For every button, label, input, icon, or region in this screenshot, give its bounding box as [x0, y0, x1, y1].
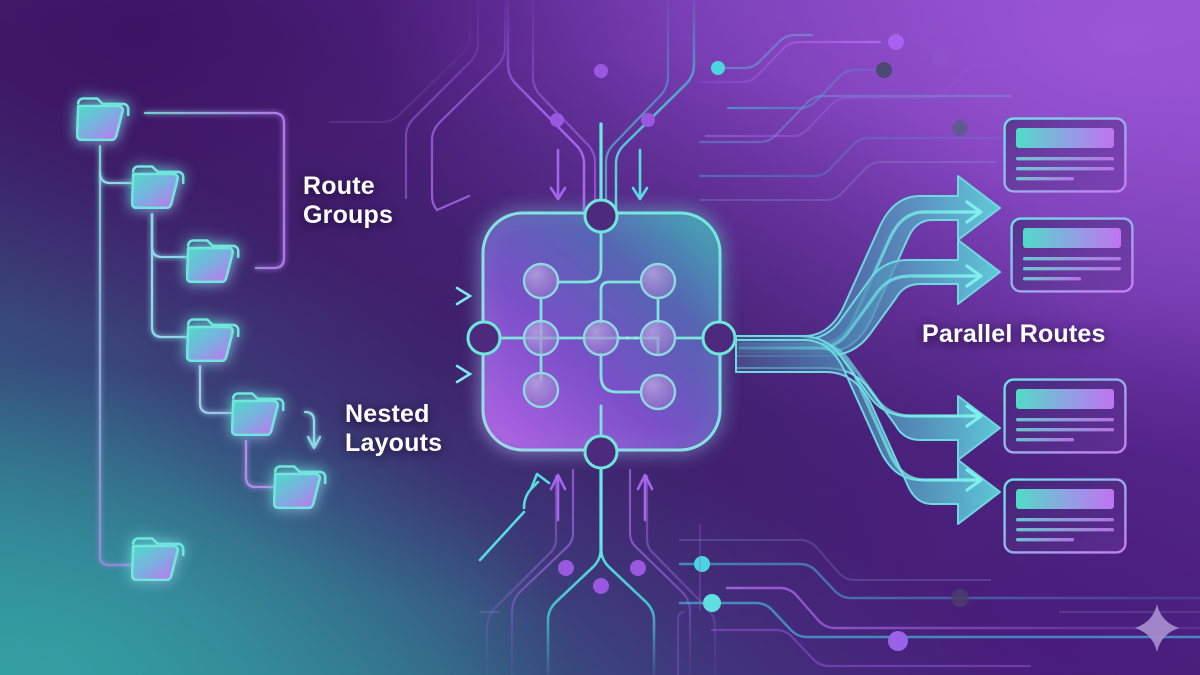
route-card-3[interactable]	[1003, 378, 1127, 454]
input-arrow-bottom-head	[455, 364, 473, 384]
inner-node-group	[522, 262, 677, 411]
port-bottom[interactable]	[583, 434, 619, 470]
inner-node-d[interactable]	[639, 262, 677, 300]
tree-line-root-spine	[98, 144, 135, 567]
output-arrow-4	[735, 339, 1001, 525]
route-card-4[interactable]	[1003, 478, 1127, 554]
inner-node-a[interactable]	[522, 262, 560, 300]
tree-line-root-l1	[98, 170, 135, 185]
port-group	[466, 198, 737, 470]
sparkle-icon	[1135, 604, 1179, 652]
inner-node-g[interactable]	[582, 319, 620, 357]
inner-node-b[interactable]	[522, 319, 560, 357]
port-left[interactable]	[466, 320, 502, 356]
inner-node-f[interactable]	[639, 373, 677, 411]
tree-line-nested-arrow	[303, 410, 316, 447]
route-card-1[interactable]	[1003, 117, 1127, 193]
route-card-2[interactable]	[1010, 217, 1134, 293]
tree-line-l4-l5	[244, 439, 279, 489]
port-top[interactable]	[583, 198, 619, 234]
input-arrow-top-head	[455, 286, 473, 306]
tree-line-l3-l4	[198, 364, 236, 415]
nested-arrow-head	[306, 435, 322, 450]
inner-node-c[interactable]	[522, 371, 560, 409]
inner-node-e[interactable]	[639, 319, 677, 357]
tree-line-route-group-bracket	[143, 111, 286, 270]
